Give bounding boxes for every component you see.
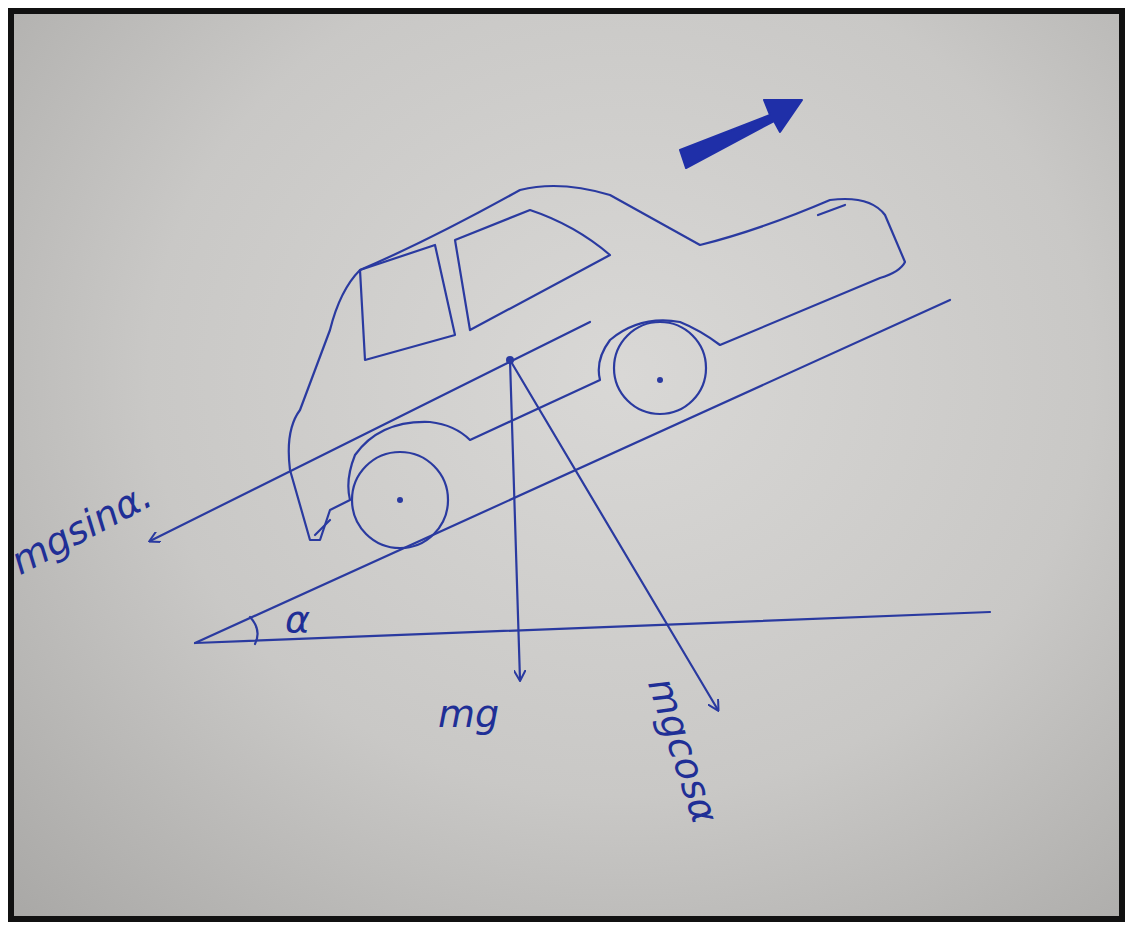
angle-arc [250, 617, 258, 644]
car-bumper [315, 520, 330, 535]
car-wheel [352, 452, 448, 548]
force-arrow [510, 360, 520, 680]
car-wheel [614, 322, 706, 414]
paper-background [8, 8, 1125, 922]
force-label: mg [438, 695, 499, 733]
force-arrow [510, 360, 718, 710]
wheel-hub [657, 377, 663, 383]
car-window [455, 210, 610, 330]
force-label: α [285, 600, 310, 638]
car-window [360, 245, 455, 360]
incline-line [195, 300, 950, 643]
car-trunk-line [818, 205, 845, 215]
force-arrow [150, 322, 590, 541]
motion-arrow [680, 100, 802, 168]
centre-of-mass [506, 356, 514, 364]
car-body [289, 186, 905, 540]
wheel-hub [397, 497, 403, 503]
horizontal-line [195, 612, 990, 643]
